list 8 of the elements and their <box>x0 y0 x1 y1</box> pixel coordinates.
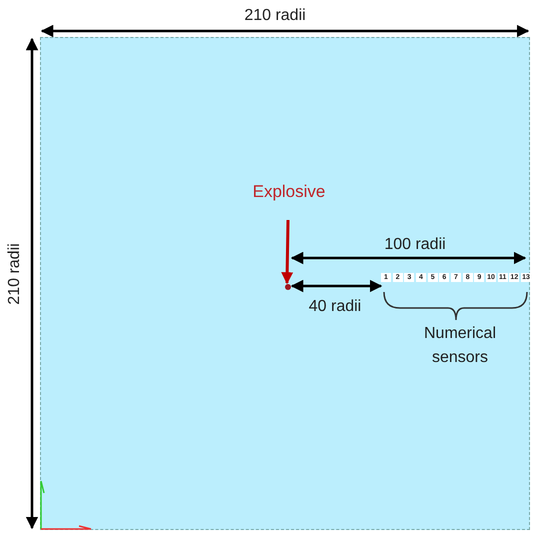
explosive-label: Explosive <box>249 179 329 203</box>
dimension-label: 100 radii <box>383 235 447 255</box>
dimension-label: 40 radii <box>308 297 362 317</box>
dimension-label: 210 radii <box>5 242 24 307</box>
arrow <box>281 220 294 284</box>
sensors-label: Numerical sensors <box>422 324 497 368</box>
dimension-label: 210 radii <box>243 6 307 26</box>
domain-square <box>40 37 530 530</box>
